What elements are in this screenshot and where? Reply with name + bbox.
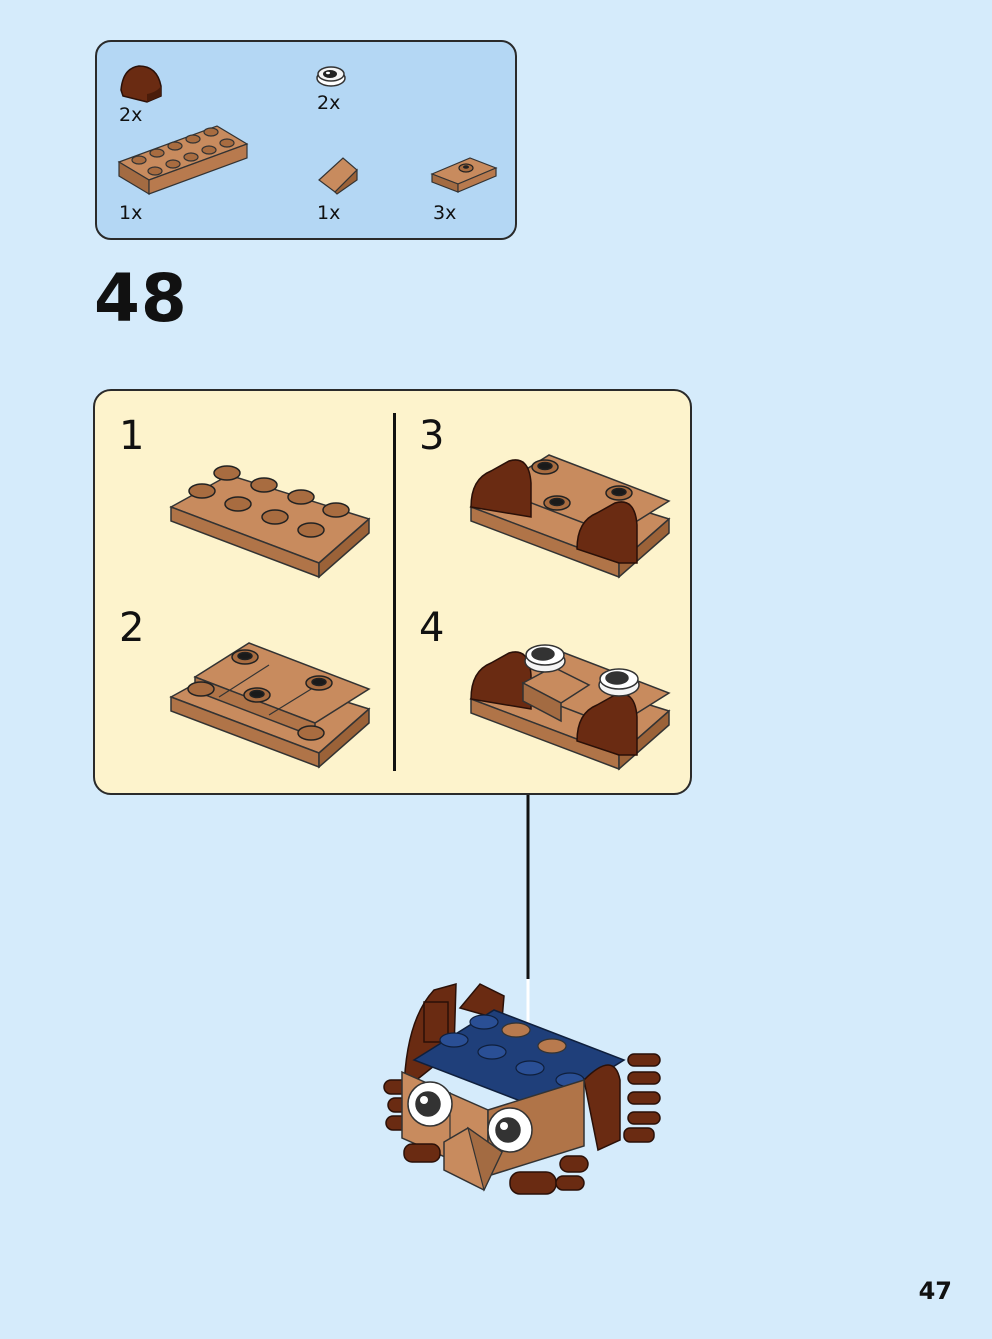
part-qty-2: 2x: [317, 92, 341, 114]
part-qty-5: 3x: [433, 202, 457, 224]
part-qty-4: 1x: [317, 202, 341, 224]
page-number: 47: [918, 1277, 952, 1305]
plate-1x2-jumper-icon: [430, 157, 498, 193]
substep-3-curved-slopes-illustration: [469, 454, 671, 579]
substep-number-2: 2: [119, 605, 145, 651]
brown-curved-slope-icon: [120, 65, 162, 103]
plate-2x6-icon: [117, 125, 249, 196]
substeps-divider: [393, 413, 396, 771]
creature-model-illustration: [383, 983, 661, 1195]
part-qty-1: 2x: [119, 104, 143, 126]
substep-4-eyes-illustration: [469, 644, 671, 771]
substep-number-3: 3: [419, 413, 445, 459]
substeps-panel: 1 2 3 4: [93, 389, 692, 795]
step-number: 48: [94, 260, 188, 337]
part-qty-3: 1x: [119, 202, 143, 224]
eye-tile-icon: [316, 66, 346, 87]
substep-1-plate-illustration: [169, 465, 371, 579]
substep-number-4: 4: [419, 605, 445, 651]
parts-callout: 2x 2x 1x 1x 3x: [95, 40, 517, 240]
substep-number-1: 1: [119, 413, 145, 459]
substep-2-plate-illustration: [169, 642, 371, 769]
wedge-slope-icon: [318, 157, 358, 195]
